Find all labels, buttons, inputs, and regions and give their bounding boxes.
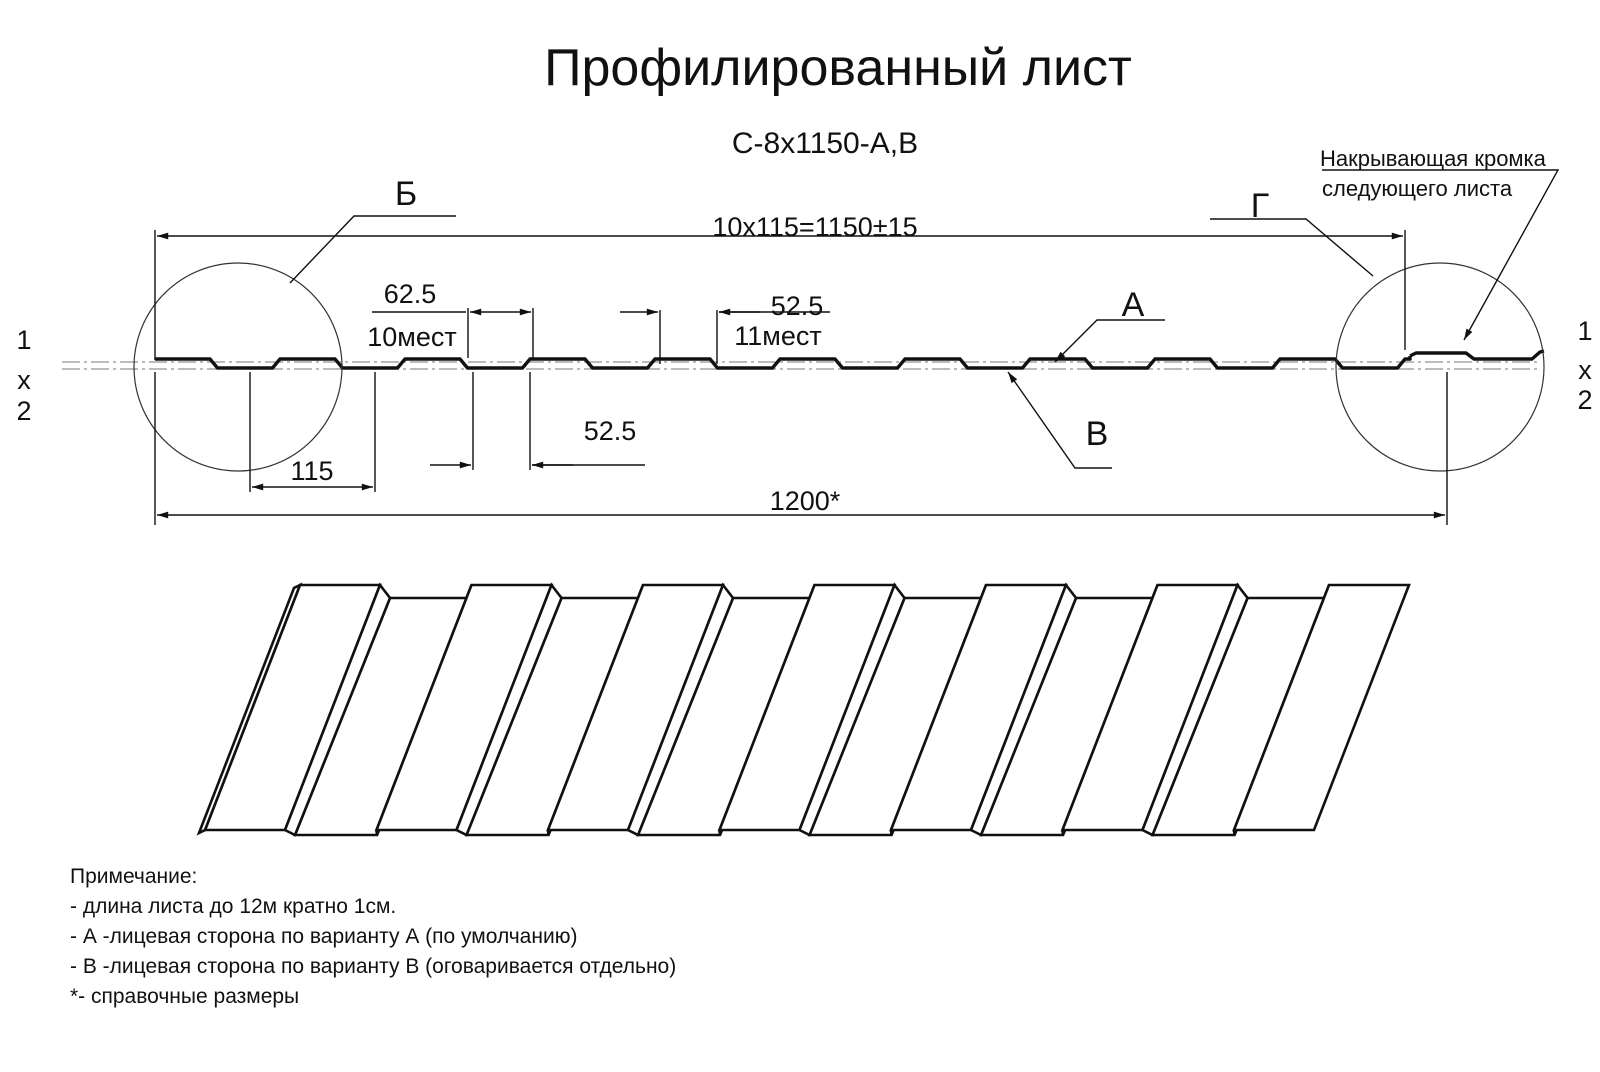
dim-top-shelf-text: 62.5 xyxy=(384,279,437,309)
scale-mark-left-2: 2 xyxy=(16,396,31,426)
scale-mark-right: 1 x 2 xyxy=(1577,316,1592,415)
dim-total-width: 1200* xyxy=(154,372,1448,525)
label-detail-g: Г xyxy=(1251,187,1269,225)
label-detail-b: Б xyxy=(395,175,417,213)
dim-pitch: 115 xyxy=(249,372,376,492)
dim-bottom-shelf-lower: 52.5 xyxy=(430,372,645,470)
dim-bottom-shelf-count: 11мест xyxy=(734,321,821,351)
detail-circle-b xyxy=(133,262,343,472)
drawing-subtitle: С-8x1150-А,В xyxy=(732,127,918,160)
sheet-isometric-view xyxy=(196,582,1411,837)
cover-edge-label-line1: Накрывающая кромка xyxy=(1320,146,1547,171)
leader-cover-edge xyxy=(1322,169,1560,341)
iso-web-strip xyxy=(454,582,563,837)
dim-useful-width: 10x115=1150±15 xyxy=(154,212,1406,360)
iso-web-strip xyxy=(283,582,392,837)
dim-useful-width-text: 10x115=1150±15 xyxy=(712,212,917,242)
dim-top-shelf: 62.5 10мест xyxy=(367,279,534,360)
note-item-side-v: - В -лицевая сторона по варианту В (огов… xyxy=(70,955,677,978)
iso-web-strip xyxy=(797,582,906,837)
overlap-edge-profile xyxy=(1409,349,1545,361)
leader-detail-b xyxy=(289,215,456,284)
notes-block: Примечание: - длина листа до 12м кратно … xyxy=(70,862,890,1012)
scale-mark-left-x: x xyxy=(17,365,31,395)
iso-web-strip xyxy=(1140,582,1249,837)
scale-mark-left-1: 1 xyxy=(16,325,31,355)
leader-detail-g xyxy=(1210,218,1374,277)
dim-top-shelf-count: 10мест xyxy=(367,322,456,352)
dim-bottom-shelf-upper: 52.5 11мест xyxy=(620,291,830,364)
dim-total-width-text: 1200* xyxy=(770,486,841,516)
label-side-a: А xyxy=(1122,286,1145,324)
drawing-title: Профилированный лист xyxy=(544,39,1132,97)
iso-web-strip xyxy=(626,582,735,837)
scale-mark-right-2: 2 xyxy=(1577,385,1592,415)
iso-web-strip xyxy=(969,582,1078,837)
iso-left-edge-strip xyxy=(196,582,303,836)
dim-pitch-text: 115 xyxy=(290,456,333,486)
scale-mark-right-1: 1 xyxy=(1577,316,1592,346)
sheet-profile-section xyxy=(155,356,1412,370)
scale-mark-right-x: x xyxy=(1578,355,1592,385)
detail-circle-g xyxy=(1335,262,1545,472)
label-side-v: В xyxy=(1086,415,1109,453)
cover-edge-label-line2: следующего листа xyxy=(1322,176,1513,201)
scale-mark-left: 1 x 2 xyxy=(16,325,31,426)
note-item-reference: *- справочные размеры xyxy=(70,985,300,1008)
notes-heading: Примечание: xyxy=(70,865,198,888)
dim-bottom-shelf-lower-text: 52.5 xyxy=(584,416,637,446)
note-item-side-a: - А -лицевая сторона по варианту А (по у… xyxy=(70,925,578,948)
leader-side-a xyxy=(1054,319,1165,363)
leader-side-v xyxy=(1007,371,1112,469)
iso-top-shelf-strip xyxy=(1232,583,1411,832)
dim-bottom-shelf-upper-text: 52.5 xyxy=(771,291,824,321)
note-item-length: - длина листа до 12м кратно 1см. xyxy=(70,895,397,918)
center-line xyxy=(62,361,1540,370)
